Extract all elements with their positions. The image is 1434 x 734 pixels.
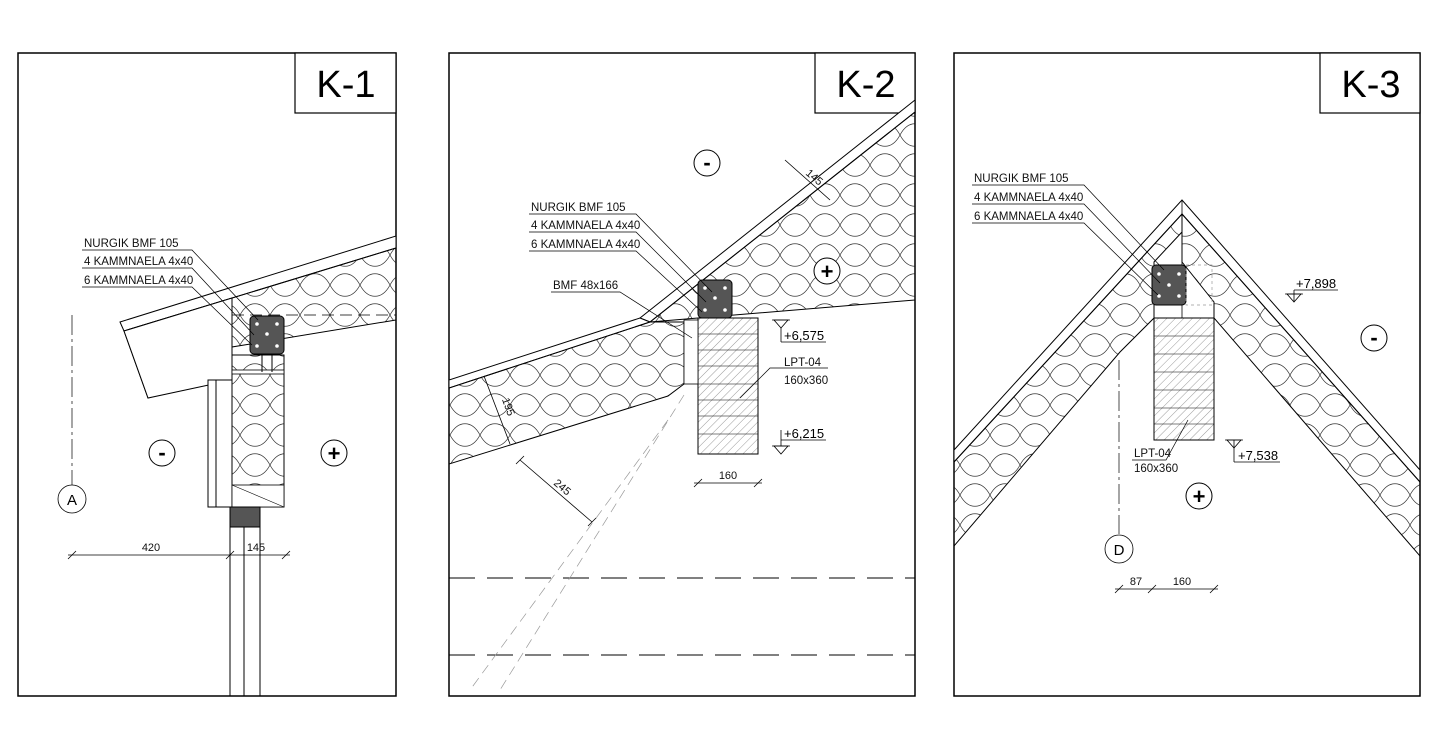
k1-axis-label: A (67, 492, 77, 509)
k2-plus-text: + (821, 259, 834, 284)
k2-label-bmf: BMF 48x166 (553, 280, 618, 292)
k3-beam-size: 160x360 (1134, 463, 1178, 475)
panel-k3-frame (953, 52, 1421, 697)
k3-label-hanger: NURGIK BMF 105 (974, 173, 1069, 185)
k2-level-bottom (772, 430, 826, 455)
k3-label-nails-6: 6 KAMMNAELA 4x40 (974, 211, 1083, 223)
k1-leaders (82, 249, 259, 346)
k1-roof-section (119, 235, 396, 696)
k1-dim-145: 145 (247, 542, 265, 554)
k2-level-top (772, 319, 826, 343)
k2-beam-size: 160x360 (784, 375, 828, 387)
panel-k1-title: K-1 (316, 64, 375, 106)
k2-minus-sign (693, 149, 721, 177)
k3-axis-bubble (1104, 534, 1134, 564)
k1-minus-text: - (158, 440, 165, 465)
k3-minus-sign (1360, 324, 1388, 352)
k1-minus-sign (148, 439, 176, 467)
k2-plus-sign (813, 257, 841, 285)
k2-label-nails-4: 4 KAMMNAELA 4x40 (531, 220, 640, 232)
panel-k2: K-2 (448, 52, 916, 697)
k3-dimensions (1114, 584, 1219, 594)
k3-beam-name: LPT-04 (1134, 448, 1172, 460)
panel-k3: K-3 NURGIK BM (953, 52, 1421, 697)
panel-k2-title: K-2 (836, 64, 895, 106)
k2-beam-leader (739, 367, 828, 399)
k1-label-nails-4: 4 KAMMNAELA 4x40 (84, 256, 193, 268)
k3-plus-sign (1185, 482, 1213, 510)
k1-plus-text: + (328, 441, 341, 466)
k3-axis-label: D (1114, 542, 1125, 559)
panel-k3-title-box (1319, 52, 1421, 114)
panel-k1-frame (17, 52, 397, 697)
k2-minus-text: - (703, 150, 710, 175)
k2-dimensions (483, 159, 831, 527)
k3-ridge-section (954, 199, 1420, 557)
k2-dim-195: 195 (499, 396, 517, 417)
k3-dim-160: 160 (1173, 576, 1191, 588)
k1-label-hanger: NURGIK BMF 105 (84, 238, 179, 250)
panel-k1-title-box (294, 52, 397, 114)
k1-axis-bubble (57, 484, 87, 514)
k2-dim-245: 245 (551, 477, 573, 498)
k3-leaders (972, 184, 1165, 296)
k1-dimension (67, 550, 291, 560)
k2-leaders (529, 213, 713, 339)
k2-dim-160: 160 (719, 470, 737, 482)
k3-level-top-text: +7,898 (1296, 276, 1336, 291)
k1-plus-sign (320, 439, 348, 467)
k3-dim-87: 87 (1130, 576, 1142, 588)
panel-k1: K-1 (17, 52, 397, 697)
k2-beam-name: LPT-04 (784, 357, 822, 369)
k2-roof-section (449, 99, 915, 691)
k1-dim-420: 420 (142, 542, 160, 554)
panel-k2-title-box (814, 52, 916, 114)
panel-k2-frame (448, 52, 916, 697)
k3-level-bottom-text: +7,538 (1238, 448, 1278, 463)
k3-beam-leader (1132, 419, 1189, 461)
k3-level-top (1285, 289, 1338, 303)
k3-level-bottom (1225, 439, 1280, 463)
k3-plus-text: + (1193, 484, 1206, 509)
k2-level-bottom-text: +6,215 (784, 426, 824, 441)
k2-label-nails-6: 6 KAMMNAELA 4x40 (531, 239, 640, 251)
k3-label-nails-4: 4 KAMMNAELA 4x40 (974, 192, 1083, 204)
k3-minus-text: - (1370, 325, 1377, 350)
k2-label-hanger: NURGIK BMF 105 (531, 202, 626, 214)
panel-k3-title: K-3 (1341, 64, 1400, 106)
k2-level-top-text: +6,575 (784, 328, 824, 343)
k1-label-nails-6: 6 KAMMNAELA 4x40 (84, 275, 193, 287)
